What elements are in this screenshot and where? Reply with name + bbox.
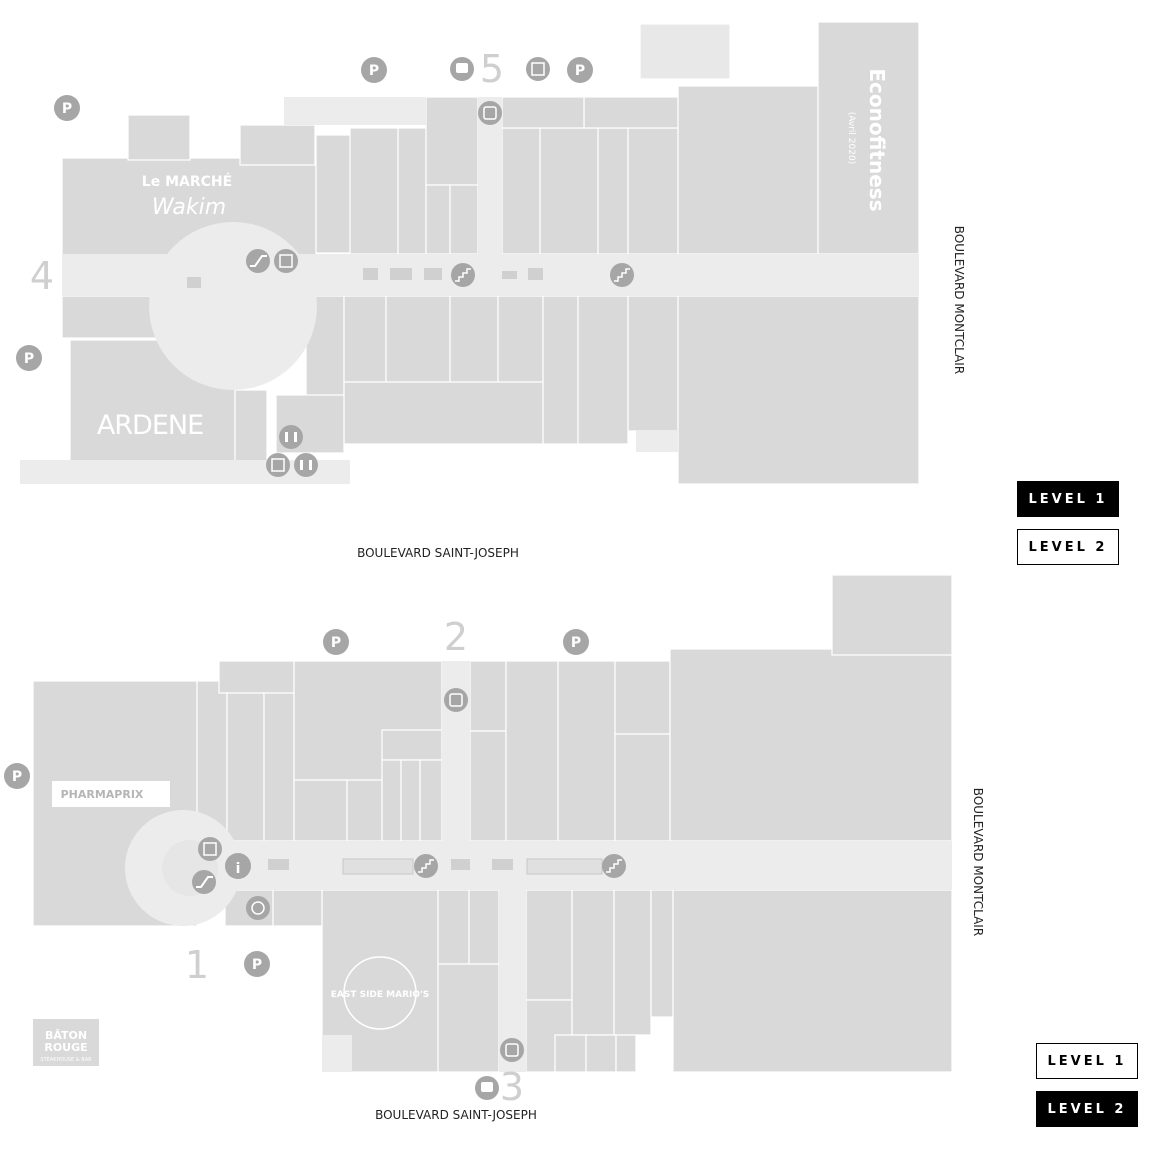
restroom-icon[interactable] <box>294 453 318 477</box>
pharmaprix-logo-bg <box>52 781 170 807</box>
starbucks-icon[interactable] <box>246 896 270 920</box>
baton-rouge-line3: STEAKHOUSE & BAR <box>40 1057 92 1063</box>
store-logo-eastside[interactable]: EAST SIDE MARIO'S <box>331 990 430 1000</box>
baton-rouge-line1: BÂTON <box>45 1029 87 1042</box>
parking-icon[interactable]: P <box>244 951 270 977</box>
svg-text:P: P <box>575 63 585 79</box>
baton-rouge-line2: ROUGE <box>44 1041 87 1054</box>
bus-icon[interactable] <box>450 57 474 81</box>
street-label-montclair: BOULEVARD MONTCLAIR <box>952 226 966 374</box>
elevator-icon[interactable] <box>526 57 550 81</box>
escalator-icon[interactable] <box>246 249 270 273</box>
stairs-icon[interactable] <box>414 854 438 878</box>
parking-icon[interactable]: P <box>54 95 80 121</box>
store-logo-marche[interactable]: Le MARCHÉ <box>142 173 232 190</box>
svg-text:P: P <box>12 769 22 785</box>
parking-icon[interactable]: P <box>563 629 589 655</box>
store-logo-pharmaprix[interactable]: PHARMAPRIX <box>61 788 144 801</box>
level2-map: PHARMAPRIX EAST SIDE MARIO'S BÂTON ROUGE… <box>4 574 985 1122</box>
store-logo-econofitness[interactable]: Econofitness <box>865 68 889 211</box>
level1-button[interactable]: LEVEL 1 <box>1017 481 1119 517</box>
level2-button[interactable]: LEVEL 2 <box>1036 1091 1138 1127</box>
svg-text:P: P <box>369 63 379 79</box>
baton-rouge-logo[interactable] <box>33 1019 99 1066</box>
street-label-saint-joseph: BOULEVARD SAINT-JOSEPH <box>375 1108 537 1122</box>
store-logo-ardene[interactable]: ARDENE <box>97 410 204 441</box>
entrance-5: 5 <box>480 47 504 91</box>
stairs-icon[interactable] <box>451 263 475 287</box>
parking-icon[interactable]: P <box>567 57 593 83</box>
elevator-icon[interactable] <box>266 453 290 477</box>
elevator-icon[interactable] <box>274 249 298 273</box>
parking-icon[interactable]: P <box>4 763 30 789</box>
entrance-4: 4 <box>30 254 54 298</box>
entrance-1: 1 <box>185 943 209 987</box>
restroom-icon[interactable] <box>279 425 303 449</box>
parking-icon[interactable]: P <box>361 57 387 83</box>
stairs-icon[interactable] <box>602 854 626 878</box>
store-logo-wakim[interactable]: Wakim <box>152 195 226 220</box>
level1-map: Le MARCHÉ Wakim ARDENE Econofitness (Avr… <box>16 21 966 560</box>
level1-button[interactable]: LEVEL 1 <box>1036 1043 1138 1079</box>
svg-text:P: P <box>252 957 262 973</box>
info-icon[interactable]: i <box>225 853 251 879</box>
parking-icon[interactable]: P <box>323 629 349 655</box>
entrance-2: 2 <box>444 615 468 659</box>
bus-icon[interactable] <box>475 1076 499 1100</box>
svg-text:P: P <box>331 635 341 651</box>
street-label-saint-joseph: BOULEVARD SAINT-JOSEPH <box>357 546 519 560</box>
level2-button[interactable]: LEVEL 2 <box>1017 529 1119 565</box>
eastside-logo-ring <box>343 956 417 1030</box>
store-econofitness-date: (Avril 2020) <box>846 112 856 164</box>
phone-icon[interactable] <box>500 1038 524 1062</box>
svg-text:P: P <box>62 101 72 117</box>
svg-text:i: i <box>236 861 241 877</box>
store-econofitness <box>817 21 920 255</box>
svg-text:P: P <box>24 351 34 367</box>
stairs-icon[interactable] <box>610 263 634 287</box>
svg-text:P: P <box>571 635 581 651</box>
parking-icon[interactable]: P <box>16 345 42 371</box>
phone-icon[interactable] <box>444 688 468 712</box>
entrance-3: 3 <box>500 1065 524 1109</box>
escalator-icon[interactable] <box>192 870 216 894</box>
street-label-montclair: BOULEVARD MONTCLAIR <box>971 788 985 936</box>
elevator-icon[interactable] <box>198 837 222 861</box>
phone-icon[interactable] <box>478 101 502 125</box>
